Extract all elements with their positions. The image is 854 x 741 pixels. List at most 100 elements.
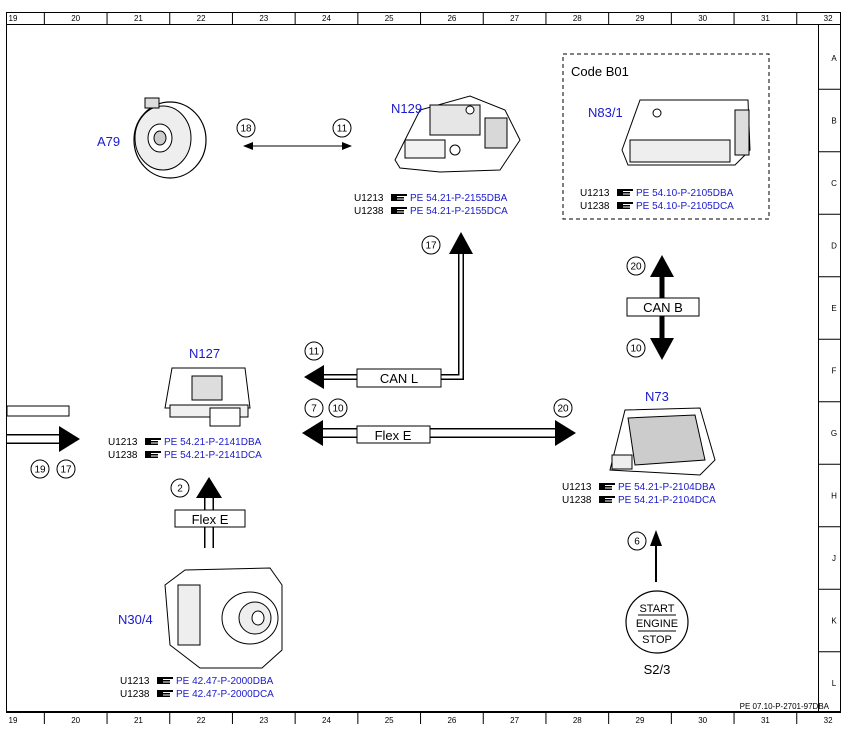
marker-circle	[627, 531, 647, 551]
marker-number: 11	[337, 124, 348, 135]
n73-ref-doc[interactable]: PE 54.21-P-2104DCA	[618, 495, 716, 506]
marker-circle	[626, 338, 646, 358]
marker-circle	[421, 235, 441, 255]
flex-e-sub-label: Flex E	[192, 512, 229, 527]
n73-label: N73	[645, 389, 669, 404]
pointing-hand-icon	[145, 438, 161, 445]
n127-ref-unit: U1213	[108, 437, 138, 448]
column-label: 32	[824, 14, 833, 23]
marker-number: 7	[311, 404, 317, 415]
flex-e-sub-bus	[174, 477, 246, 548]
n30-ref-doc[interactable]: PE 42.47-P-2000DBA	[176, 676, 274, 687]
left-off-sheet-connectors	[6, 405, 80, 452]
row-label: J	[832, 554, 836, 563]
code-box-label: Code B01	[571, 64, 629, 79]
s2-label: S2/3	[644, 662, 671, 677]
column-label: 20	[71, 716, 80, 725]
option-code-box	[562, 53, 770, 220]
column-label: 30	[698, 14, 707, 23]
column-label: 19	[9, 14, 18, 23]
a79-component[interactable]	[133, 97, 207, 179]
n129-ref-unit: U1213	[354, 193, 384, 204]
column-label: 19	[9, 716, 18, 725]
stop-line: STOP	[642, 634, 672, 646]
can-b-bus	[626, 255, 700, 360]
n127-ref-doc[interactable]: PE 54.21-P-2141DCA	[164, 450, 262, 461]
column-label: 28	[573, 716, 582, 725]
start-line: START	[639, 603, 674, 615]
n30-ref-unit: U1238	[120, 689, 150, 700]
column-label: 21	[134, 14, 143, 23]
n83-label: N83/1	[588, 105, 623, 120]
n30-component[interactable]	[164, 567, 283, 669]
column-label: 27	[510, 14, 519, 23]
pointing-hand-icon	[391, 194, 407, 201]
n127-ref-unit: U1238	[108, 450, 138, 461]
row-label: A	[831, 54, 837, 63]
n83-ref-unit: U1238	[580, 201, 610, 212]
pointing-hand-icon	[599, 483, 615, 490]
flex-e-main-label: Flex E	[375, 428, 412, 443]
row-label: L	[832, 679, 837, 688]
column-label: 21	[134, 716, 143, 725]
marker-circle	[304, 341, 324, 361]
n129-component[interactable]	[394, 95, 521, 173]
n73-component[interactable]	[609, 407, 716, 476]
column-label: 27	[510, 716, 519, 725]
n129-label: N129	[391, 101, 422, 116]
column-label: 22	[197, 716, 206, 725]
n129-ref-doc[interactable]: PE 54.21-P-2155DCA	[410, 206, 508, 217]
row-label: H	[831, 492, 837, 501]
marker-number: 6	[634, 537, 640, 548]
column-label: 24	[322, 14, 331, 23]
marker-number: 19	[34, 465, 46, 476]
row-label: E	[831, 304, 836, 313]
column-label: 30	[698, 716, 707, 725]
column-label: 26	[447, 716, 456, 725]
row-label: F	[832, 367, 837, 376]
n129-ref-doc[interactable]: PE 54.21-P-2155DBA	[410, 193, 508, 204]
column-label: 29	[636, 14, 645, 23]
n129-ref-unit: U1238	[354, 206, 384, 217]
n83-ref-unit: U1213	[580, 188, 610, 199]
engine-line: ENGINE	[636, 618, 678, 630]
marker-number: 17	[60, 465, 72, 476]
column-label: 25	[385, 716, 394, 725]
row-label: D	[831, 242, 837, 251]
n83-component[interactable]	[621, 99, 751, 166]
start-stop-button[interactable]	[625, 590, 689, 654]
column-label: 23	[259, 716, 268, 725]
marker-circle	[30, 459, 50, 479]
pointing-hand-icon	[599, 496, 615, 503]
pointing-hand-icon	[391, 207, 407, 214]
n73-ref-doc[interactable]: PE 54.21-P-2104DBA	[618, 482, 716, 493]
marker-circle	[332, 118, 352, 138]
a79-label: A79	[97, 134, 120, 149]
pointing-hand-icon	[145, 451, 161, 458]
column-label: 32	[824, 716, 833, 725]
row-label: B	[831, 117, 836, 126]
column-label: 20	[71, 14, 80, 23]
n83-ref-doc[interactable]: PE 54.10-P-2105DCA	[636, 201, 734, 212]
marker-circle	[328, 398, 348, 418]
n30-ref-doc[interactable]: PE 42.47-P-2000DCA	[176, 689, 274, 700]
pointing-hand-icon	[617, 202, 633, 209]
column-label: 24	[322, 716, 331, 725]
marker-number: 11	[309, 347, 320, 358]
frame	[6, 12, 841, 713]
marker-number: 10	[630, 344, 642, 355]
n83-ref-doc[interactable]: PE 54.10-P-2105DBA	[636, 188, 734, 199]
n73-ref-unit: U1213	[562, 482, 592, 493]
n127-ref-doc[interactable]: PE 54.21-P-2141DBA	[164, 437, 262, 448]
pointing-hand-icon	[157, 677, 173, 684]
can-l-bus	[304, 232, 473, 389]
column-label: 25	[385, 14, 394, 23]
n127-component[interactable]	[164, 367, 251, 427]
marker-number: 17	[425, 241, 437, 252]
a79-connection-arrow	[243, 142, 352, 150]
document-references: U1213 PE 54.21-P-2155DBA U1238 PE 54.21-P-2…	[108, 188, 734, 700]
